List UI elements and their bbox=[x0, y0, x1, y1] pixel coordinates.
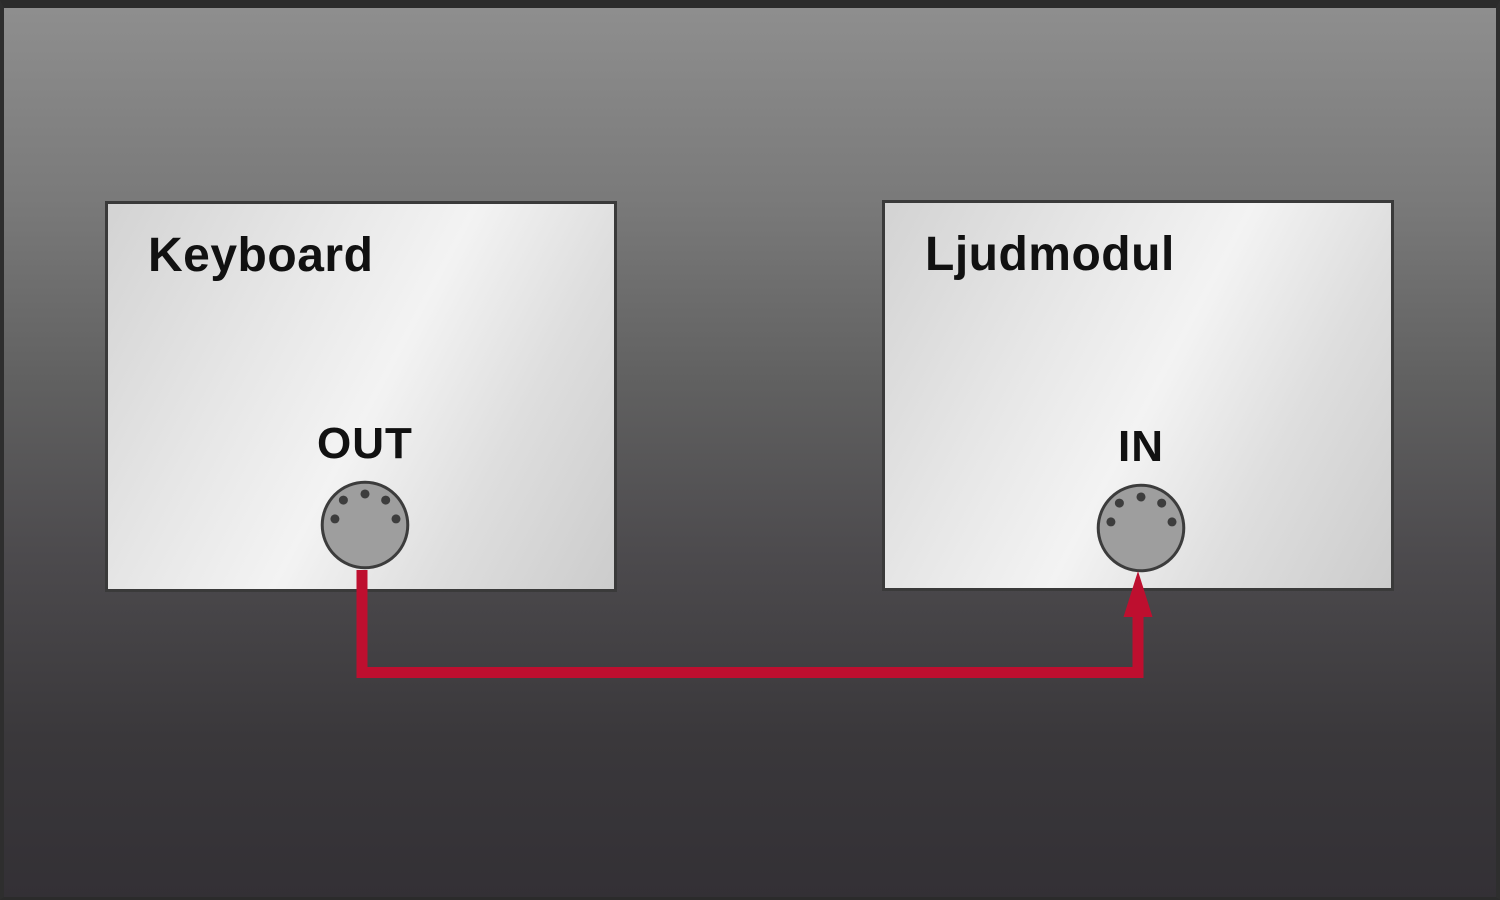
device-box-sound-module: Ljudmodul IN bbox=[882, 200, 1394, 591]
device-title-sound-module: Ljudmodul bbox=[925, 228, 1175, 281]
midi-din-5-socket-icon bbox=[320, 480, 410, 570]
port-label-out: OUT bbox=[317, 419, 413, 468]
midi-din-5-socket-icon bbox=[1096, 483, 1186, 573]
midi-in-port: IN bbox=[1071, 423, 1211, 580]
device-box-keyboard: Keyboard OUT bbox=[105, 201, 617, 592]
midi-out-port: OUT bbox=[295, 420, 435, 577]
device-title-keyboard: Keyboard bbox=[148, 229, 374, 282]
port-label-in: IN bbox=[1118, 422, 1164, 471]
